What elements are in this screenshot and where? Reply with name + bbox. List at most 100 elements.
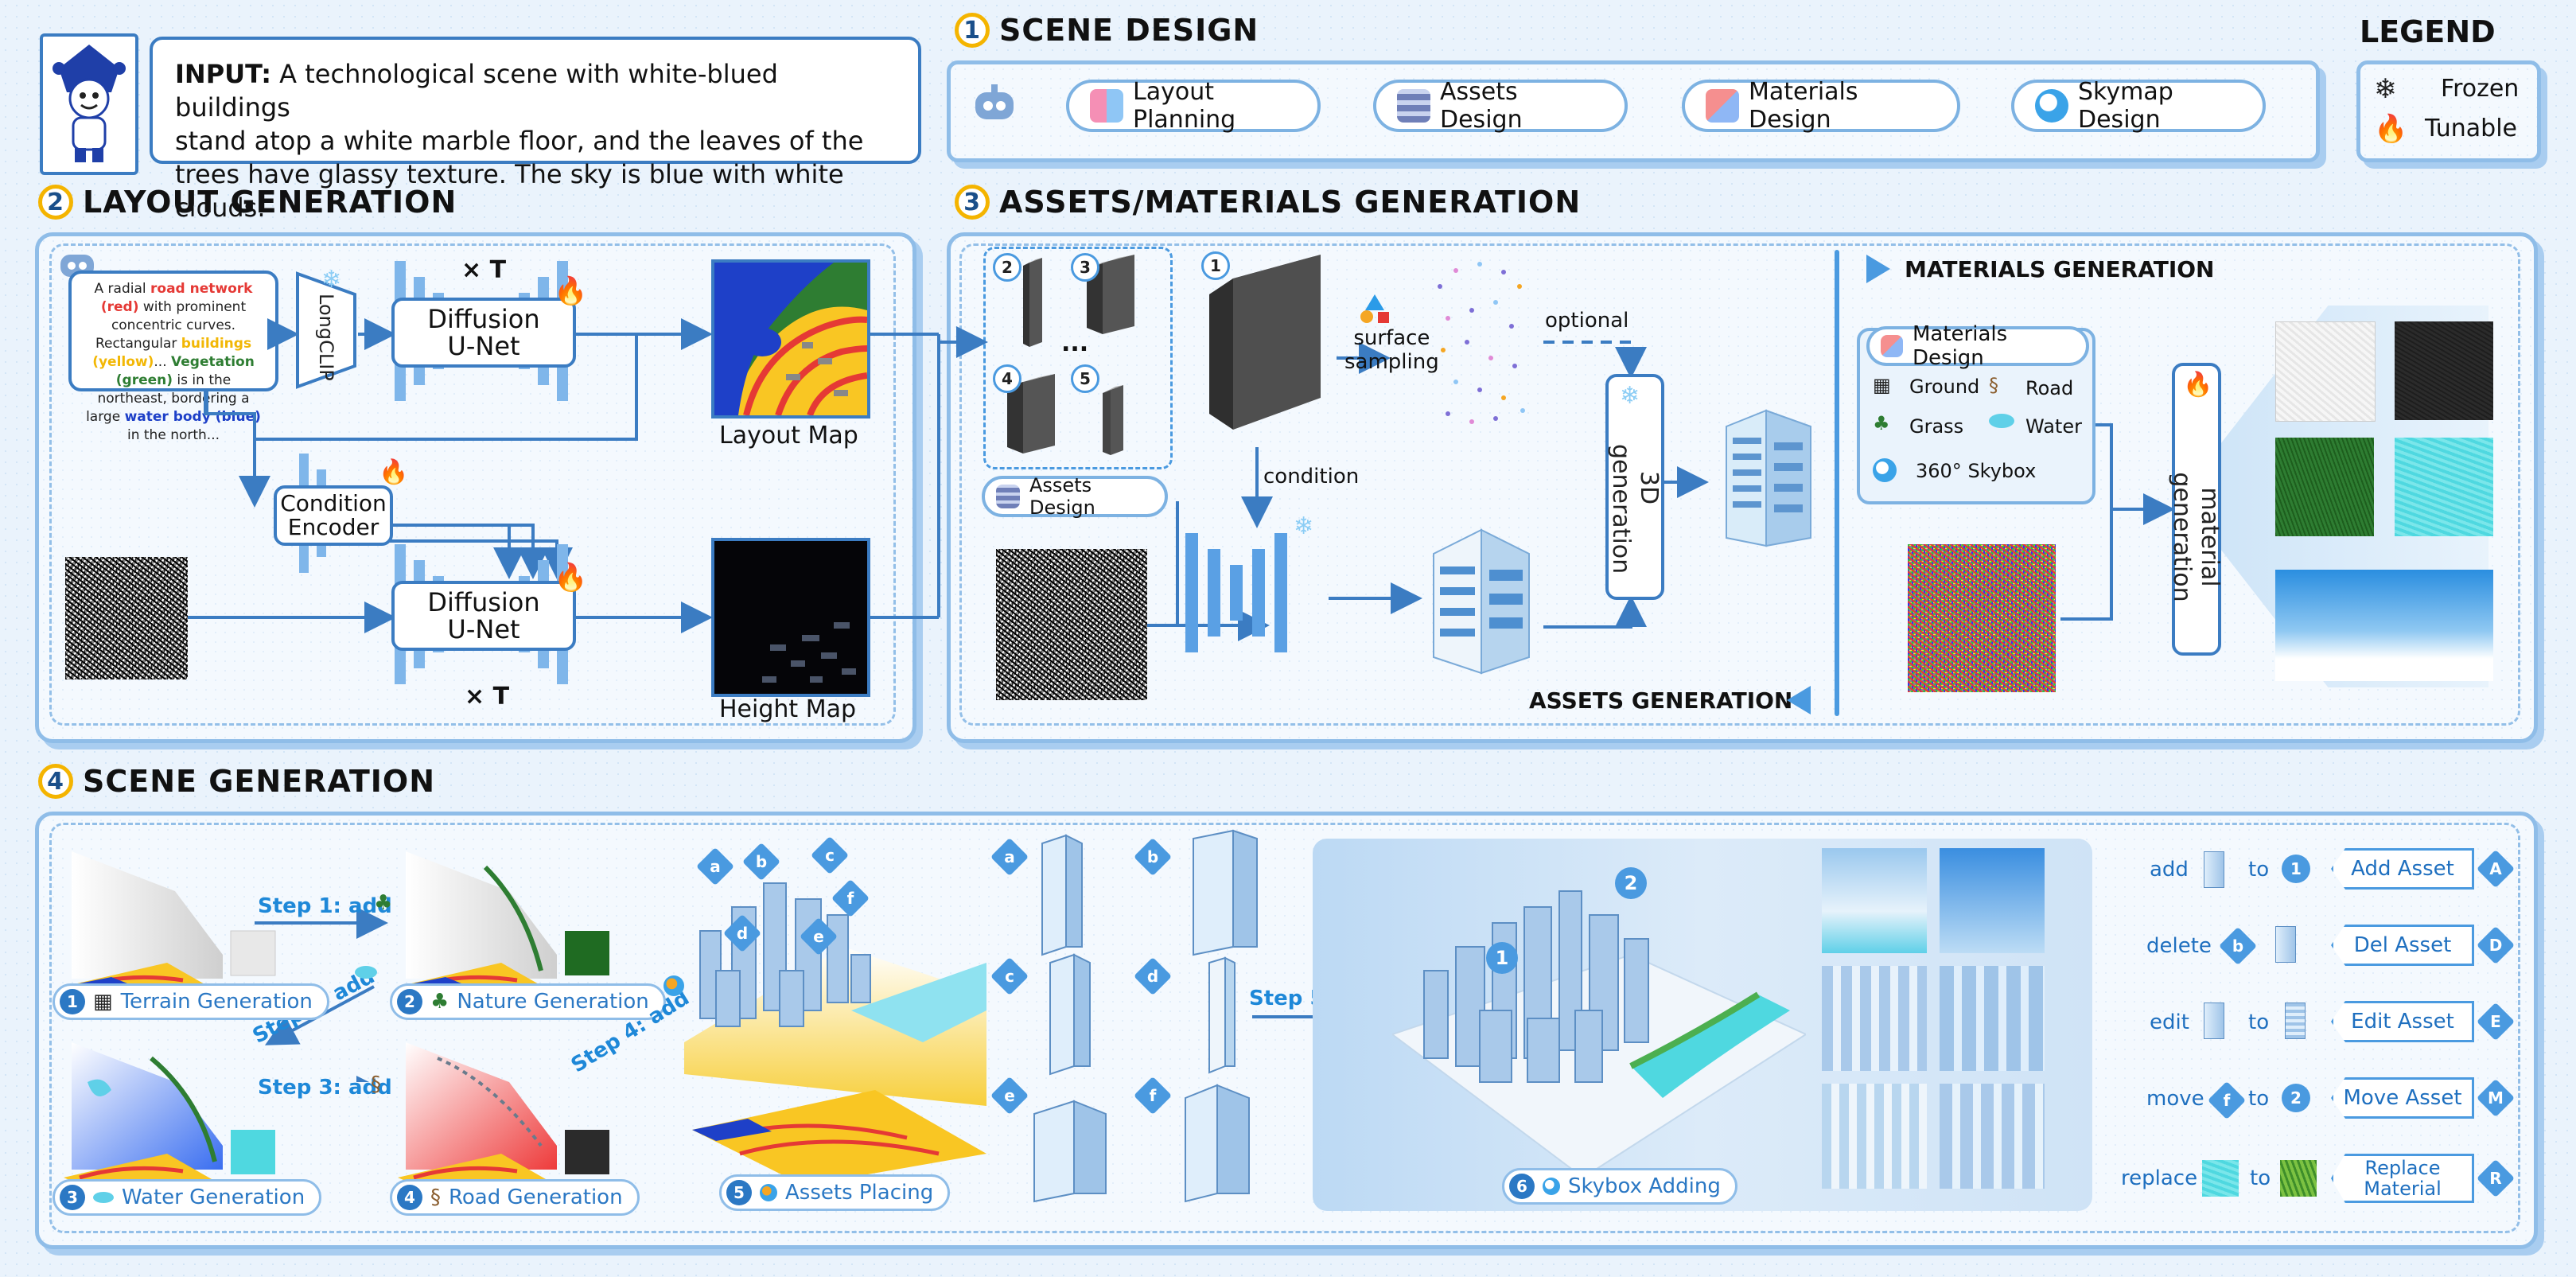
asset-tag-f: f — [831, 878, 870, 918]
building-candidates-box — [983, 247, 1173, 469]
tag-letter: a — [710, 857, 721, 876]
render-thumbnail — [1940, 848, 2045, 953]
letter-text: M — [2488, 1088, 2504, 1108]
section-number: 4 — [38, 764, 73, 799]
road-icon: § — [430, 1186, 441, 1209]
scene-generation-title: 4 SCENE GENERATION — [38, 764, 435, 799]
edit-verb-replace: replace — [2121, 1166, 2198, 1190]
legend-frozen: Frozen — [2441, 75, 2520, 103]
building-icon — [2204, 1003, 2224, 1039]
legend-panel — [2356, 60, 2541, 162]
skymap-icon — [2035, 89, 2068, 123]
mascot-avatar — [40, 33, 138, 175]
materials-arrows — [2060, 423, 2175, 621]
step-3-label: Step 3: add — [258, 1076, 392, 1100]
water-icon — [1989, 414, 2014, 428]
render-thumbnail — [1822, 848, 1927, 953]
unet-line2: U-Net — [447, 614, 520, 644]
input-text-line3: trees have glassy texture. The sky is bl… — [175, 159, 844, 223]
assets-generation-label: ASSETS GENERATION — [1529, 687, 1793, 714]
layout-map-image — [711, 259, 870, 419]
condition-label: condition — [1263, 465, 1360, 489]
input-text-line1: A technological scene with white-blued b… — [175, 59, 778, 123]
snowflake-icon: ❄ — [1620, 382, 1640, 410]
materials-icon — [1881, 335, 1903, 357]
scene-design-title: 1 SCENE DESIGN — [955, 13, 1259, 48]
btn-line2: Material — [2364, 1178, 2442, 1200]
prompt-text: in the north... — [126, 427, 220, 443]
caption-number: 5 — [726, 1180, 752, 1205]
pill-label: Materials Design — [1913, 322, 2008, 370]
asset-tag-e: e — [799, 917, 839, 956]
ground-texture-image — [2275, 321, 2376, 422]
noise-input-image — [996, 549, 1147, 700]
prompt-text: ... — [154, 354, 172, 370]
cond-line1: Condition — [280, 490, 387, 516]
assets-arrows — [937, 326, 1709, 641]
edit-to: to — [2248, 1087, 2270, 1111]
render-thumbnail — [1822, 966, 1927, 1071]
grass-texture-image — [2275, 438, 2374, 536]
flame-icon: 🔥 — [554, 562, 588, 594]
building-number: 2 — [993, 253, 1021, 282]
replace-material-button[interactable]: Replace Material — [2331, 1154, 2474, 1203]
pill-label: Assets Design — [1440, 78, 1523, 134]
assets-placing-scene — [684, 882, 986, 1186]
tag-letter: f — [2223, 1091, 2231, 1110]
flame-icon: 🔥 — [2374, 113, 2408, 145]
unet-line1: Diffusion — [427, 587, 540, 617]
asset-tag-b: b — [2218, 926, 2258, 966]
prompt-text: A radial — [94, 281, 151, 297]
skybox-icon — [1873, 458, 1897, 482]
materials-design-pill: Materials Design — [1682, 78, 1960, 134]
diffusion-unet-bottom: Diffusion U-Net — [391, 581, 576, 651]
tag-letter: b — [2232, 936, 2244, 956]
assets-icon — [1397, 89, 1430, 123]
mat-grass: Grass — [1909, 415, 1964, 438]
flame-icon: 🔥 — [2183, 371, 2213, 399]
del-asset-button[interactable]: Del Asset — [2331, 925, 2474, 966]
asset-tag-c: c — [810, 835, 850, 875]
materials-design-pill-small: Materials Design — [1866, 322, 2089, 370]
legend-title: LEGEND — [2360, 14, 2496, 49]
add-asset-button[interactable]: Add Asset — [2331, 848, 2474, 890]
edit-asset-button[interactable]: Edit Asset — [2331, 1001, 2474, 1042]
flame-icon: 🔥 — [379, 458, 409, 486]
water-generation-caption: 3 Water Generation — [53, 1179, 322, 1216]
road-generation-caption: 4 § Road Generation — [390, 1179, 640, 1216]
pill-label: Materials Design — [1749, 78, 1858, 134]
surface-line2: sampling — [1344, 350, 1439, 374]
ground-icon: ▦ — [1873, 374, 1891, 396]
skybox-marker-2: 2 — [1615, 867, 1647, 899]
prompt-vegetation: Vegetation (green) — [115, 354, 255, 388]
water-icon — [93, 1192, 114, 1203]
letter-text: R — [2489, 1169, 2502, 1188]
render-thumbnail — [1822, 1084, 1927, 1189]
btn-line1: Replace — [2364, 1157, 2441, 1179]
snowflake-icon: ❄ — [1294, 512, 1314, 540]
water-texture-image — [2395, 438, 2493, 536]
assets-design-pill: Assets Design — [1373, 78, 1628, 134]
assets-dashed-frame — [959, 243, 2520, 726]
triangle-left-icon — [1787, 686, 1811, 714]
triangle-right-icon — [1866, 255, 1890, 283]
edit-letter-m: M — [2476, 1078, 2516, 1118]
tag-letter: b — [755, 852, 768, 871]
sampling-shapes-icon — [1357, 293, 1392, 325]
asset-tag-f: f — [2207, 1080, 2247, 1120]
building-number: 5 — [1071, 364, 1099, 393]
noise-input-image — [65, 557, 188, 679]
mat-road: Road — [2025, 377, 2074, 399]
diffusion-unet-top: Diffusion U-Net — [391, 298, 576, 368]
edit-verb-add: add — [2150, 858, 2189, 882]
assets-design-pill-small: Assets Design — [982, 474, 1168, 519]
edit-letter-a: A — [2476, 849, 2516, 889]
move-asset-button[interactable]: Move Asset — [2331, 1077, 2474, 1119]
materials-icon — [1706, 89, 1739, 123]
render-thumbnail — [1940, 966, 2045, 1071]
skybox-icon — [1543, 1178, 1560, 1195]
section-title-text: SCENE DESIGN — [999, 13, 1259, 48]
asset-gallery — [1033, 829, 1258, 1203]
optional-label: optional — [1545, 309, 1629, 333]
edit-verb-delete: delete — [2146, 934, 2212, 958]
